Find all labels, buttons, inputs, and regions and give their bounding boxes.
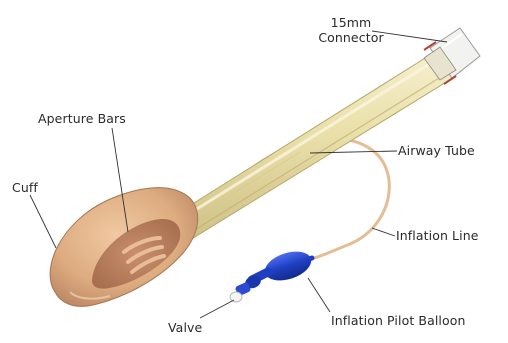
inflation-pilot-balloon-label: Inflation Pilot Balloon bbox=[331, 313, 466, 328]
pilot-balloon-assembly bbox=[230, 246, 315, 302]
valve-tip bbox=[230, 292, 242, 302]
cuff-label: Cuff bbox=[12, 180, 38, 195]
pilot-balloon bbox=[261, 246, 315, 286]
airway-tube-label: Airway Tube bbox=[398, 143, 475, 158]
connector-label-line1: 15mm bbox=[318, 15, 384, 30]
connector-label-line2: Connector bbox=[318, 30, 384, 45]
valve-label: Valve bbox=[168, 320, 202, 335]
inflation-line-label: Inflation Line bbox=[396, 228, 479, 243]
aperture-bars-label: Aperture Bars bbox=[38, 111, 126, 126]
connector-label: 15mm Connector bbox=[318, 15, 384, 45]
